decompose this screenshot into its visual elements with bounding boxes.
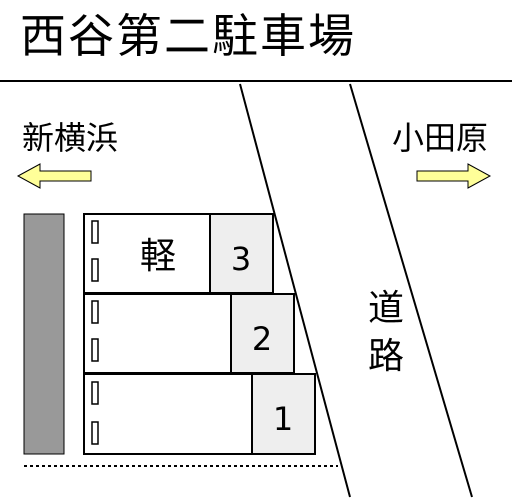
left-arrow-icon — [16, 163, 92, 189]
wheel-stop — [91, 258, 99, 282]
parking-space-2: 2 — [83, 293, 295, 374]
number-box — [251, 373, 316, 455]
wheel-stop — [91, 338, 99, 362]
road-right-edge — [349, 83, 473, 498]
direction-left-label: 新横浜 — [22, 119, 119, 157]
road-left-edge — [239, 83, 351, 498]
parking-space-3: 軽 3 — [83, 213, 274, 294]
space-number: 3 — [231, 240, 251, 278]
wall — [23, 213, 65, 455]
number-box — [209, 213, 274, 294]
right-arrow-icon — [416, 163, 492, 189]
space-number: 1 — [273, 400, 293, 438]
road-label-1: 道 — [368, 288, 404, 329]
wheel-stop — [91, 421, 99, 445]
space-number: 2 — [252, 320, 272, 358]
page-title: 西谷第二駐車場 — [20, 9, 356, 63]
road-label-2: 路 — [368, 336, 404, 377]
number-box — [230, 293, 295, 374]
parking-space-1: 1 — [83, 373, 316, 455]
wheel-stop — [91, 381, 99, 405]
wheel-stop — [91, 300, 99, 324]
direction-right-label: 小田原 — [392, 119, 489, 157]
kei-car-label: 軽 — [140, 236, 176, 277]
wheel-stop — [91, 220, 99, 244]
